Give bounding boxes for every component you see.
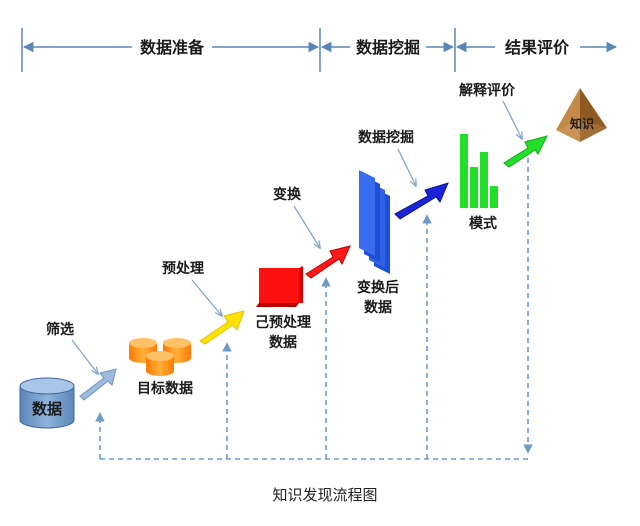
step-mining-label: 数据挖掘 [358, 129, 414, 146]
node-preprocessed-label-1: 己预处理 [255, 314, 311, 331]
arrow-filter [79, 368, 117, 401]
phase-mining-label: 数据挖掘 [356, 38, 420, 57]
phase-eval-label: 结果评价 [504, 38, 570, 57]
figure-caption: 知识发现流程图 [272, 486, 377, 504]
preprocessed-data-icon [256, 266, 303, 307]
step-filter-label: 筛选 [46, 321, 74, 338]
target-data-cylinders-icon [129, 338, 191, 376]
feedback-loop [95, 140, 533, 460]
phase-bar: 数据准备 数据挖掘 结果评价 [21, 28, 618, 72]
arrow-mining [394, 182, 449, 220]
step-transform-label: 变换 [273, 186, 302, 203]
arrow-interpret [503, 135, 548, 168]
node-target-label: 目标数据 [137, 380, 193, 397]
phase-prep-label: 数据准备 [140, 38, 205, 57]
transformed-data-icon [359, 170, 390, 274]
node-knowledge-label: 知识 [569, 116, 594, 131]
pointer-filter [71, 339, 98, 374]
step-preprocess-label: 预处理 [162, 260, 204, 277]
arrow-transform [305, 245, 351, 279]
node-transformed-label-2: 数据 [364, 299, 392, 316]
pointer-transform [293, 205, 320, 248]
node-preprocessed-label-2: 数据 [269, 334, 297, 351]
node-transformed-label-1: 变换后 [357, 279, 399, 296]
node-pattern-label: 模式 [469, 215, 497, 232]
pointer-interpret [502, 100, 522, 139]
pointer-preprocess [191, 279, 222, 316]
data-cylinder-icon [19, 377, 75, 429]
pointer-mining [397, 148, 416, 186]
pattern-bars-icon [460, 134, 498, 208]
node-data-label: 数据 [32, 400, 62, 418]
step-interpret-label: 解释评价 [459, 82, 516, 99]
knowledge-pyramid-icon [556, 88, 607, 142]
arrow-preprocess [199, 310, 245, 345]
